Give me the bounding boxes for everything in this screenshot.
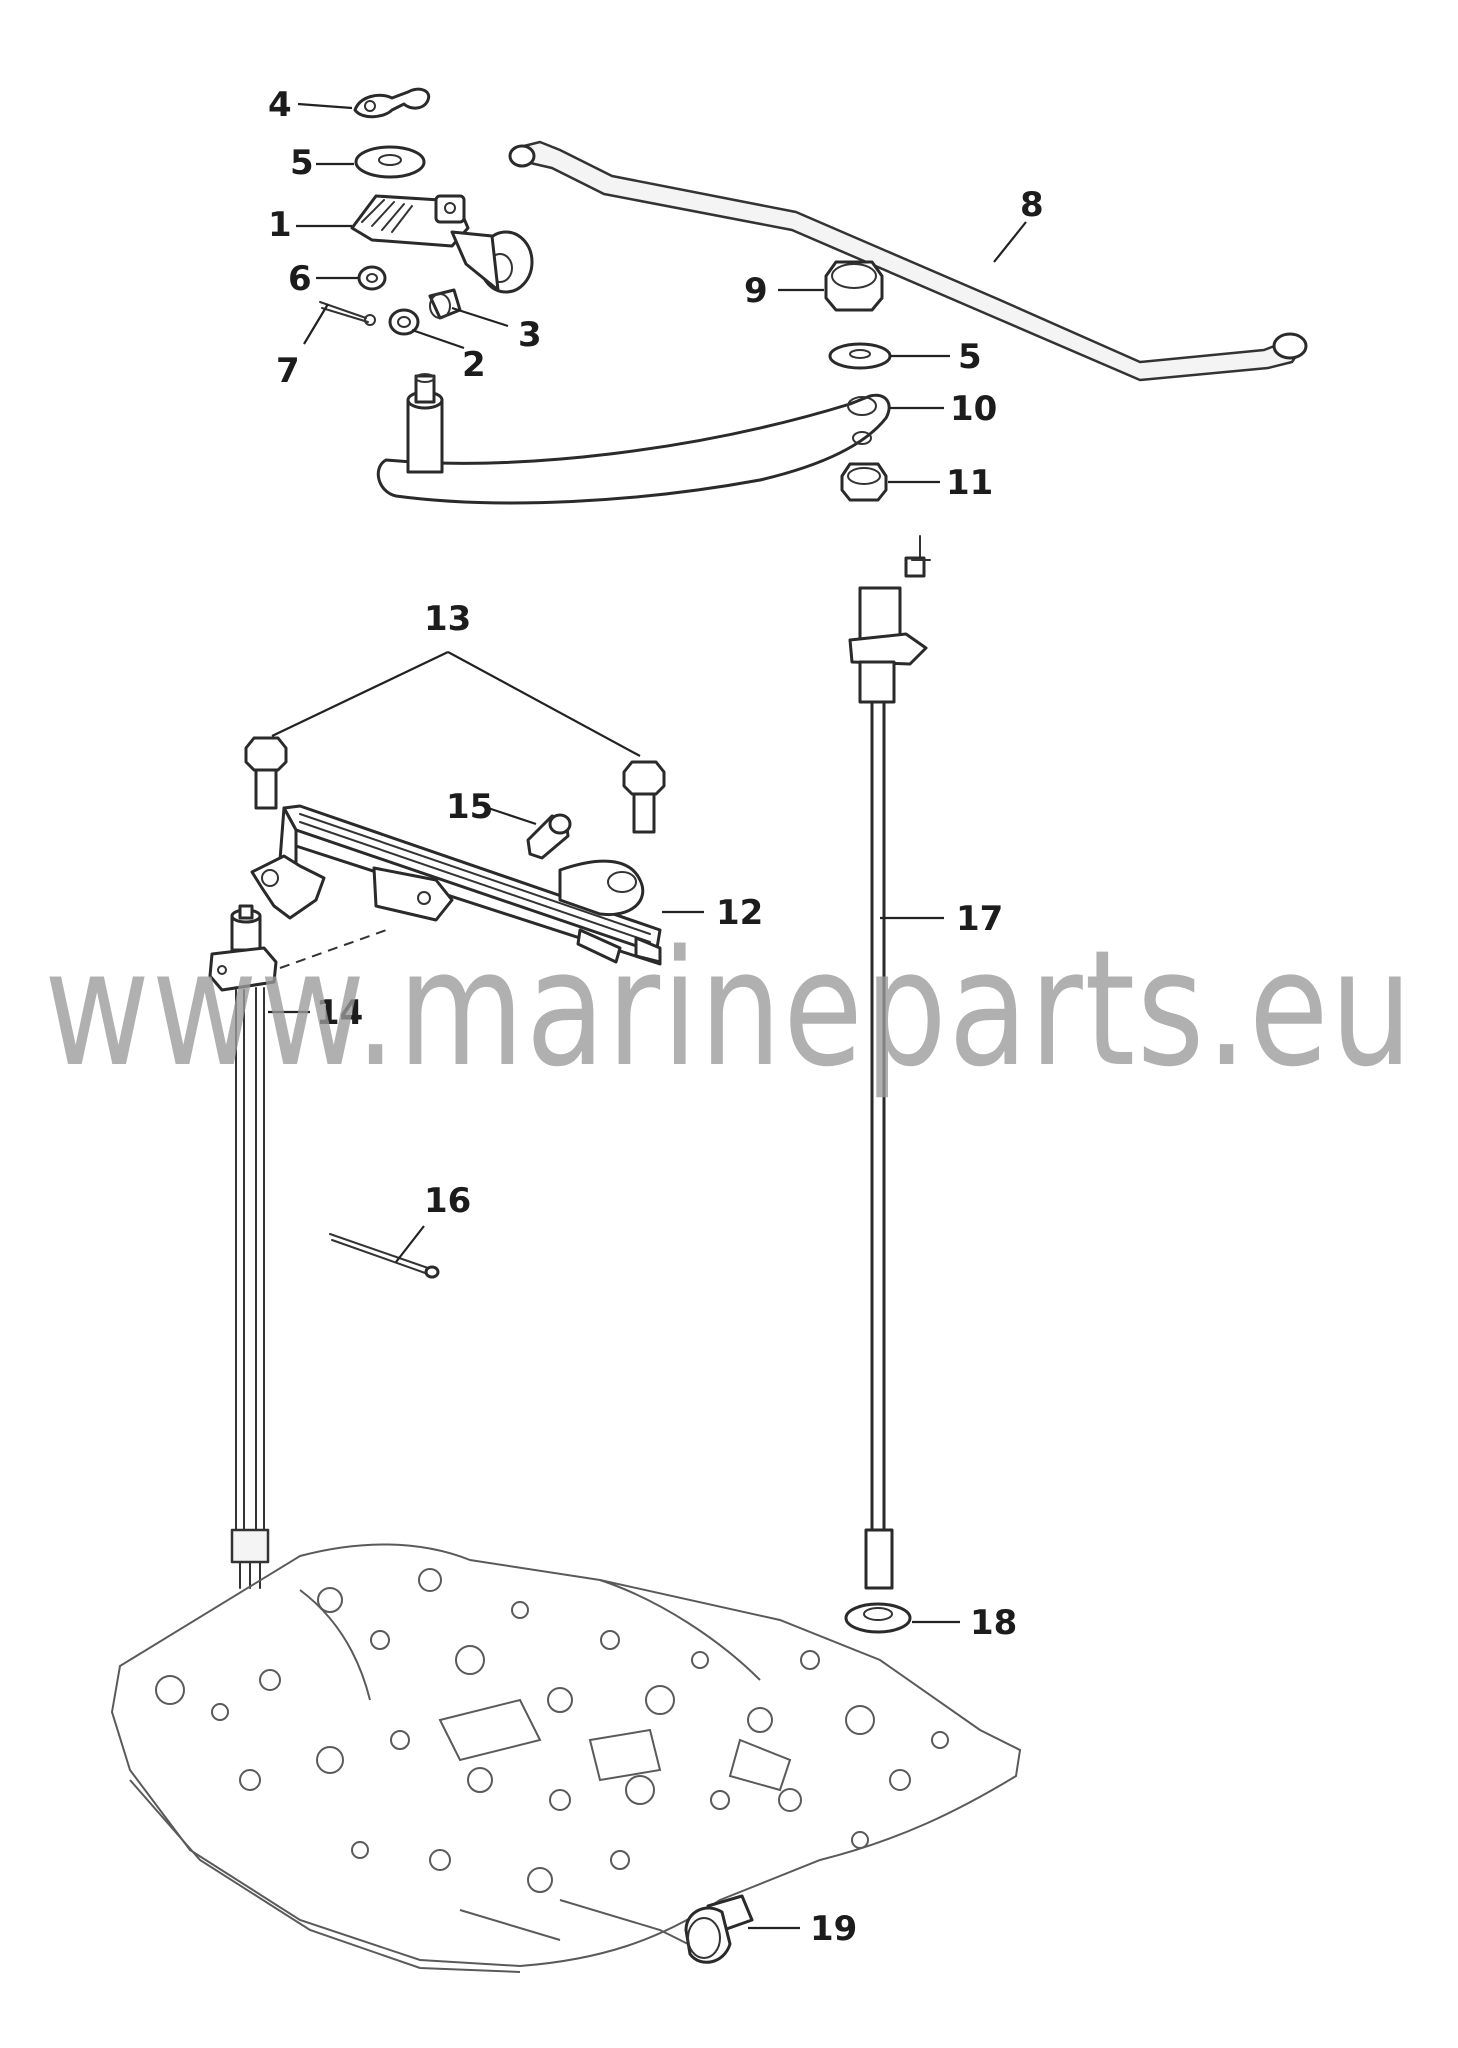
part-3-bushing <box>428 288 462 320</box>
callout-5-lower: 5 <box>958 337 982 377</box>
part-11-nut <box>840 462 888 502</box>
part-5-washer-top <box>354 145 426 179</box>
callout-5-top: 5 <box>290 143 314 183</box>
part-13-bolt-right <box>622 760 666 834</box>
callout-18: 18 <box>970 1603 1017 1643</box>
callout-12: 12 <box>716 893 763 933</box>
callout-7: 7 <box>276 351 300 391</box>
callout-14: 14 <box>316 993 363 1033</box>
part-18-seal <box>844 1602 912 1634</box>
callout-1: 1 <box>268 205 292 245</box>
part-16-cable-tie <box>329 1233 440 1279</box>
leader-lines <box>268 102 1027 1930</box>
part-1-shift-lever-block <box>350 194 534 294</box>
callout-13: 13 <box>424 599 471 639</box>
assembly-line-14-12 <box>279 927 393 969</box>
callout-labels: 4 5 1 6 3 2 7 8 9 5 10 11 13 15 12 17 14… <box>268 85 1044 1949</box>
callout-17: 17 <box>956 899 1003 939</box>
part-10-shift-arm <box>376 373 891 505</box>
watermark-text: www.marineparts.eu <box>44 915 1414 1102</box>
part-4-clip <box>353 87 431 119</box>
callout-15: 15 <box>446 787 493 827</box>
part-17-dipstick <box>848 535 931 1590</box>
callout-8: 8 <box>1020 185 1044 225</box>
callout-11: 11 <box>946 463 993 503</box>
part-8-shift-rod <box>508 140 1308 382</box>
callout-4: 4 <box>268 85 292 125</box>
part-2-bushing <box>388 308 420 336</box>
part-19-drain-plug <box>684 1894 754 1964</box>
part-15-bolt <box>526 813 572 860</box>
callout-3: 3 <box>518 315 542 355</box>
valve-body-housing <box>110 1543 1022 1973</box>
part-13-bolt-left <box>244 736 288 810</box>
part-14-sensor-with-wires <box>208 904 278 1589</box>
callout-9: 9 <box>744 271 768 311</box>
part-5-washer-lower <box>828 342 892 370</box>
callout-19: 19 <box>810 1909 857 1949</box>
part-9-locknut <box>824 260 884 312</box>
callout-10: 10 <box>950 389 997 429</box>
callout-6: 6 <box>288 259 312 299</box>
callout-2: 2 <box>462 345 486 385</box>
part-12-bracket <box>250 804 662 966</box>
part-6-nut <box>357 265 387 291</box>
callout-16: 16 <box>424 1181 471 1221</box>
